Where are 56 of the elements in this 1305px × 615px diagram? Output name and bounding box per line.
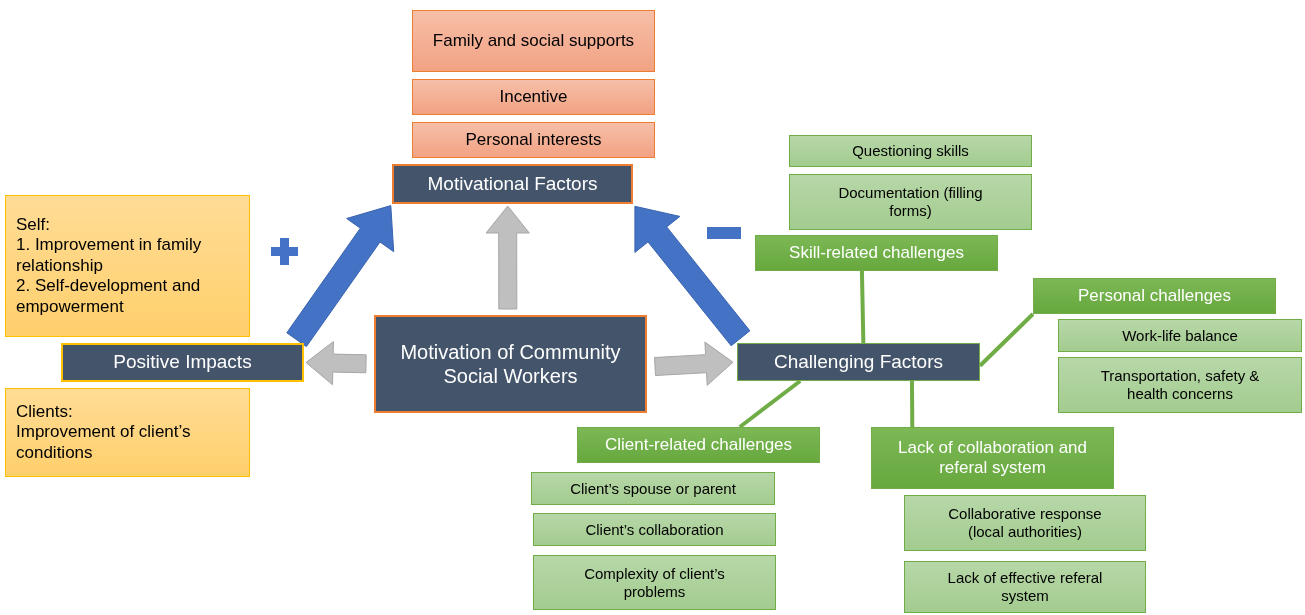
box-text: Complexity of client’s problems: [583, 564, 726, 601]
block-arrow: [485, 205, 530, 310]
category-box: [1033, 278, 1276, 314]
box-text: Collaborative response (local authorities): [947, 505, 1103, 541]
block-arrow: [286, 205, 395, 348]
box-text: Self:: [16, 215, 51, 236]
category-box: [755, 235, 998, 271]
box-text: Clients:: [16, 401, 73, 423]
text-box: [412, 79, 655, 115]
box-text: Personal interests: [465, 129, 602, 151]
title-box: [737, 343, 980, 381]
title-box: [392, 164, 633, 204]
box-text: Questioning skills: [852, 142, 969, 160]
block-arrow: [634, 205, 751, 347]
title-box: [61, 343, 304, 382]
text-box: [533, 513, 776, 546]
box-text: 1. Improvement in family relationship: [16, 235, 203, 277]
connector-line: [909, 381, 915, 427]
text-box: [904, 561, 1146, 613]
text-box: [531, 472, 775, 505]
box-text: Challenging Factors: [774, 350, 943, 374]
text-box: [5, 388, 250, 477]
block-arrow: [654, 341, 734, 386]
box-text: Motivation of Community Social Workers: [399, 340, 622, 388]
box-text: Work-life balance: [1122, 326, 1238, 345]
text-box: [789, 174, 1032, 230]
box-text: Incentive: [499, 86, 568, 108]
connector-line: [738, 379, 802, 429]
connector-line: [859, 270, 866, 344]
box-text: 2. Self-development and empowerment: [16, 276, 202, 317]
block-arrow: [305, 341, 367, 386]
text-box: [533, 555, 776, 610]
center-box: [374, 315, 647, 413]
box-text: Lack of effective referal system: [946, 569, 1104, 605]
category-box: [871, 427, 1114, 489]
connector-line: [978, 312, 1035, 368]
box-text: Skill-related challenges: [789, 242, 964, 264]
box-text: Client-related challenges: [604, 434, 793, 456]
text-box: [1058, 319, 1302, 352]
box-text: Personal challenges: [1077, 285, 1232, 307]
box-text: Improvement of client’s conditions: [16, 422, 192, 464]
text-box: [412, 10, 655, 72]
box-text: Client’s spouse or parent: [570, 479, 736, 498]
category-box: [577, 427, 820, 463]
box-text: Family and social supports: [432, 30, 635, 52]
text-box: [789, 135, 1032, 167]
box-text: Positive Impacts: [113, 351, 252, 374]
box-text: Transportation, safety & health concerns: [1099, 367, 1261, 403]
text-box: [412, 122, 655, 158]
text-box: [904, 495, 1146, 551]
box-text: Motivational Factors: [427, 172, 598, 196]
text-box: [1058, 357, 1302, 413]
text-box: [5, 195, 250, 337]
box-text: Client’s collaboration: [585, 520, 724, 539]
box-text: Documentation (filling forms): [837, 184, 984, 220]
box-text: Lack of collaboration and referal system: [897, 437, 1088, 479]
